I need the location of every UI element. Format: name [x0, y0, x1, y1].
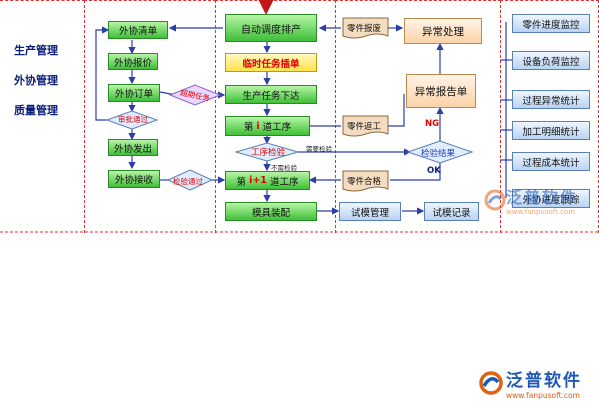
label-outsource-management: 外协管理	[14, 74, 58, 87]
brand-url: www.fanpusoft.com	[506, 391, 580, 400]
node-task-issue[interactable]: 生产任务下达	[225, 85, 317, 104]
step-i-prefix: 第	[243, 122, 254, 133]
swirl-icon	[484, 189, 506, 211]
doc-part-ok[interactable]: 零件合格	[347, 177, 382, 187]
logo-bottom-right: 泛普软件 www.fanpusoft.com	[478, 366, 582, 400]
node-outsource-list[interactable]: 外协清单	[108, 21, 168, 39]
report-processing-detail[interactable]: 加工明细统计	[512, 121, 590, 140]
watermark-logo-mid: 泛普软件 www.fanpusoft.com	[484, 184, 578, 216]
label-inspect-pass: 检验通过	[173, 177, 203, 186]
node-auto-schedule[interactable]: 自动调度排产	[225, 14, 317, 42]
node-step-i[interactable]: 第 i 道工序	[225, 116, 310, 136]
brand-name: 泛普软件	[506, 371, 582, 391]
report-equipment-load[interactable]: 设备负荷监控	[512, 51, 590, 70]
lane-quality	[335, 0, 501, 233]
node-temp-insert[interactable]: 临时任务插单	[225, 53, 317, 72]
label-ok: OK	[427, 166, 441, 176]
label-need-inspect: 需要检验	[306, 145, 332, 153]
report-process-exception[interactable]: 过程异常统计	[512, 90, 590, 109]
report-process-cost[interactable]: 过程成本统计	[512, 152, 590, 171]
node-outsource-order[interactable]: 外协订单	[108, 84, 160, 102]
node-trial-manage[interactable]: 试模管理	[339, 202, 401, 221]
node-outsource-quote[interactable]: 外协报价	[108, 53, 158, 70]
label-quality-management: 质量管理	[14, 104, 58, 117]
report-part-progress[interactable]: 零件进度监控	[512, 14, 590, 33]
node-mold-assembly[interactable]: 模具装配	[225, 202, 317, 221]
node-exception-handle[interactable]: 异常处理	[404, 18, 482, 44]
label-inspect-result: 检验结果	[421, 149, 456, 159]
label-approve: 审批通过	[118, 115, 148, 124]
label-ng: NG	[425, 119, 440, 129]
step-i-suffix: 道工序	[262, 122, 292, 133]
label-process-inspect: 工序检验	[251, 148, 286, 158]
report-outsource-progress[interactable]: 外协进度跟踪	[512, 189, 590, 208]
step-i-num: i	[256, 120, 260, 132]
lane-production	[215, 0, 336, 233]
node-trial-record[interactable]: 试模记录	[424, 202, 479, 221]
step-i1-num: i+1	[249, 175, 267, 186]
label-production-management: 生产管理	[14, 44, 58, 57]
lane-labels	[0, 0, 85, 233]
watermark-url-mid: www.fanpusoft.com	[506, 208, 576, 216]
label-no-inspect: 不需检验	[271, 164, 297, 172]
node-outsource-receive[interactable]: 外协接收	[108, 170, 160, 188]
brand-swirl-icon	[479, 371, 503, 395]
doc-part-rework[interactable]: 零件返工	[347, 122, 382, 132]
step-i1-prefix: 第	[236, 176, 247, 188]
doc-part-scrap[interactable]: 零件报废	[347, 24, 382, 34]
step-i1-suffix: 道工序	[269, 176, 299, 188]
node-step-i1[interactable]: 第 i+1 道工序	[225, 171, 310, 190]
watermark-name-mid: 泛普软件	[506, 188, 579, 207]
node-exception-report[interactable]: 异常报告单	[406, 74, 476, 108]
lane-outsource	[84, 0, 216, 233]
node-outsource-ship[interactable]: 外协发出	[108, 139, 158, 156]
